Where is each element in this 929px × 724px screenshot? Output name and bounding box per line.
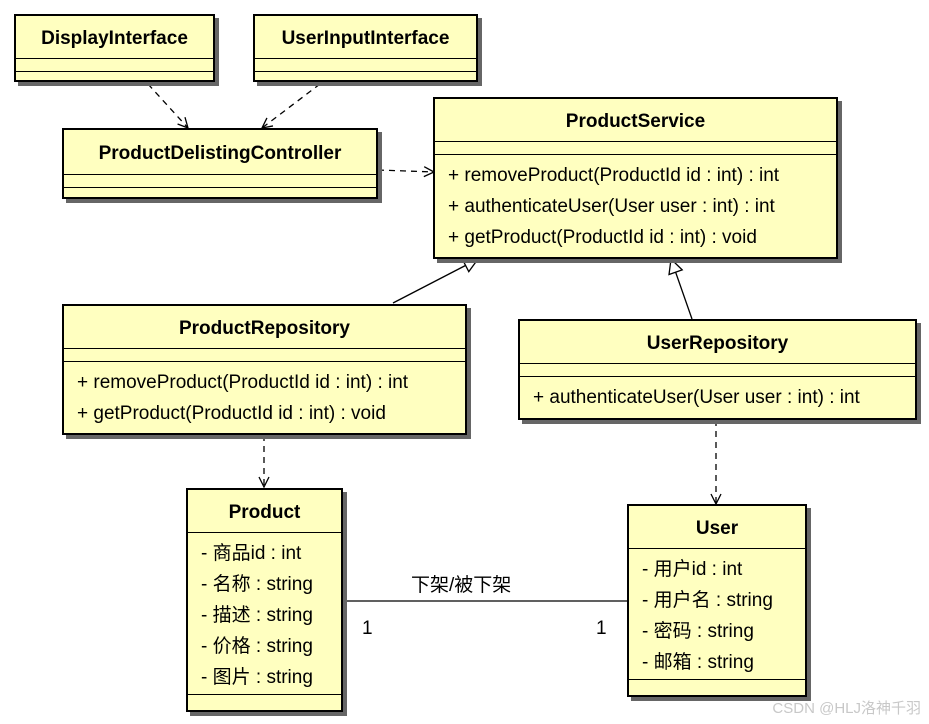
right-multiplicity: 1 — [596, 618, 607, 639]
operations-compartment — [188, 694, 341, 695]
attribute: - 邮箱 : string — [642, 652, 754, 673]
left-multiplicity: 1 — [362, 618, 373, 639]
class-user-repository: UserRepository + authenticateUser(User u… — [518, 319, 917, 420]
class-name: DisplayInterface — [41, 28, 188, 49]
class-name: ProductDelistingController — [98, 143, 342, 164]
operation: + authenticateUser(User user : int) : in… — [448, 196, 775, 217]
operations-compartment — [64, 187, 376, 188]
class-display-interface: DisplayInterface — [14, 14, 215, 82]
realization-userrepo-to-service — [671, 259, 693, 320]
operations-compartment: + authenticateUser(User user : int) : in… — [520, 376, 915, 413]
attributes-compartment: - 商品id : int - 名称 : string - 描述 : string… — [188, 532, 341, 694]
class-name: Product — [228, 502, 301, 523]
attributes-compartment — [16, 58, 213, 71]
attribute: - 用户名 : string — [642, 590, 773, 611]
operations-compartment: + removeProduct(ProductId id : int) : in… — [435, 154, 836, 253]
association-label: 下架/被下架 — [411, 575, 512, 596]
operations-compartment — [255, 71, 476, 72]
class-name: ProductRepository — [178, 318, 351, 339]
class-product: Product - 商品id : int - 名称 : string - 描述 … — [186, 488, 343, 712]
attribute: - 描述 : string — [201, 605, 313, 626]
attributes-compartment — [255, 58, 476, 71]
attributes-compartment — [64, 174, 376, 187]
attribute: - 用户id : int — [642, 559, 743, 580]
attribute: - 名称 : string — [201, 574, 313, 595]
operations-compartment — [16, 71, 213, 72]
operations-compartment — [629, 679, 805, 680]
operation: + removeProduct(ProductId id : int) : in… — [77, 372, 409, 393]
attribute: - 图片 : string — [201, 667, 313, 688]
dependency-display-to-controller — [147, 83, 188, 128]
operation: + getProduct(ProductId id : int) : void — [448, 227, 757, 248]
attribute: - 商品id : int — [201, 543, 302, 564]
attribute: - 密码 : string — [642, 621, 754, 642]
class-name: UserRepository — [646, 333, 789, 354]
operation: + authenticateUser(User user : int) : in… — [533, 387, 860, 408]
class-product-delisting-controller: ProductDelistingController — [62, 128, 378, 199]
realization-productrepo-to-service — [392, 259, 478, 304]
operation: + getProduct(ProductId id : int) : void — [77, 403, 386, 424]
attributes-compartment — [435, 141, 836, 154]
attributes-compartment — [520, 363, 915, 376]
class-user: User - 用户id : int - 用户名 : string - 密码 : … — [627, 504, 807, 697]
attribute: - 价格 : string — [201, 636, 313, 657]
class-product-repository: ProductRepository + removeProduct(Produc… — [62, 304, 467, 435]
class-name: ProductService — [565, 111, 706, 132]
attributes-compartment: - 用户id : int - 用户名 : string - 密码 : strin… — [629, 548, 805, 679]
watermark: CSDN @HLJ洛神千羽 — [772, 700, 921, 717]
class-name: UserInputInterface — [281, 28, 450, 49]
dependency-userinput-to-controller — [262, 83, 321, 128]
operations-compartment: + removeProduct(ProductId id : int) : in… — [64, 361, 465, 429]
class-name: User — [695, 518, 739, 539]
class-user-input-interface: UserInputInterface — [253, 14, 478, 82]
dependency-controller-to-service — [377, 170, 434, 172]
attributes-compartment — [64, 348, 465, 361]
operation: + removeProduct(ProductId id : int) : in… — [448, 165, 780, 186]
class-product-service: ProductService + removeProduct(ProductId… — [433, 97, 838, 259]
